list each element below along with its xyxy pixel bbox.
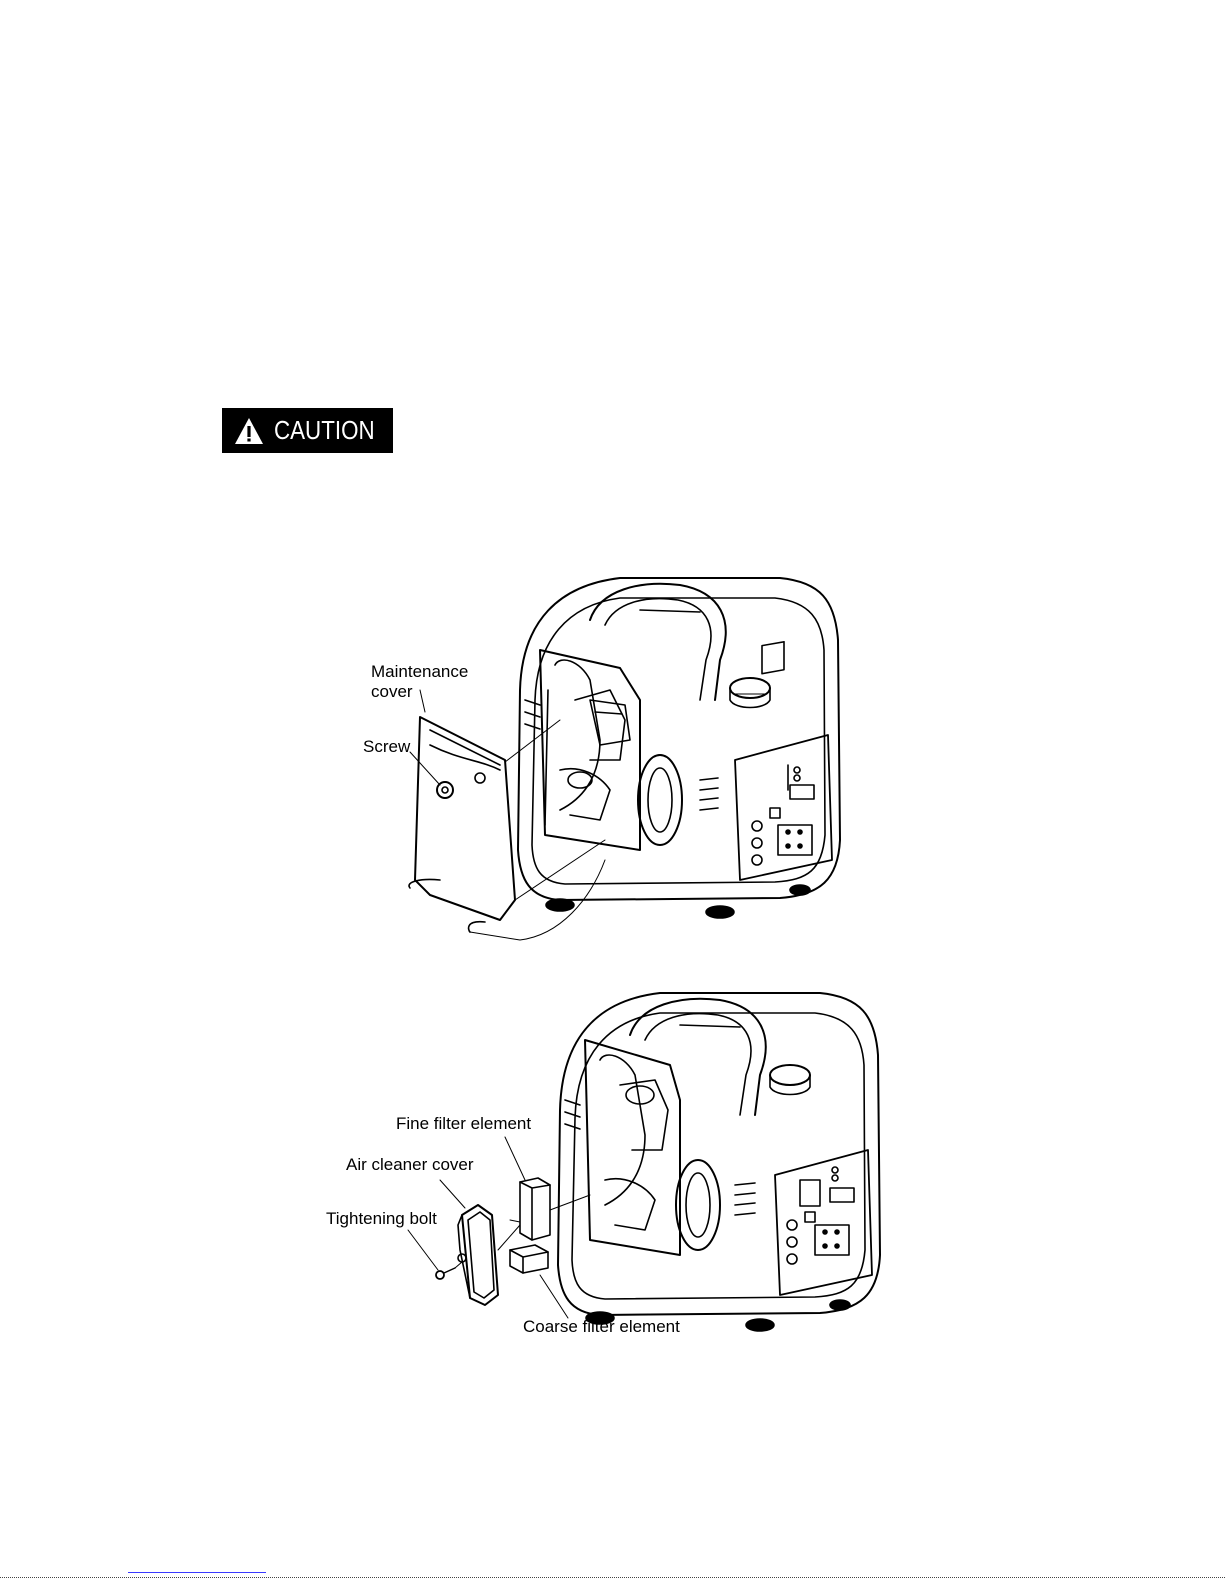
footer-link-underline bbox=[128, 1572, 266, 1573]
generator-bottom-drawing bbox=[408, 993, 880, 1331]
generator-top-drawing bbox=[409, 578, 840, 940]
label-maintenance-cover-line2: cover bbox=[371, 682, 413, 701]
label-maintenance-cover-line1: Maintenance bbox=[371, 662, 468, 681]
label-air-cleaner-cover: Air cleaner cover bbox=[346, 1155, 474, 1174]
label-coarse-filter-element: Coarse filter element bbox=[523, 1317, 680, 1336]
label-fine-filter-element: Fine filter element bbox=[396, 1114, 531, 1133]
label-screw: Screw bbox=[363, 737, 410, 756]
page-bottom-rule bbox=[0, 1577, 1225, 1578]
label-tightening-bolt: Tightening bolt bbox=[326, 1209, 437, 1228]
